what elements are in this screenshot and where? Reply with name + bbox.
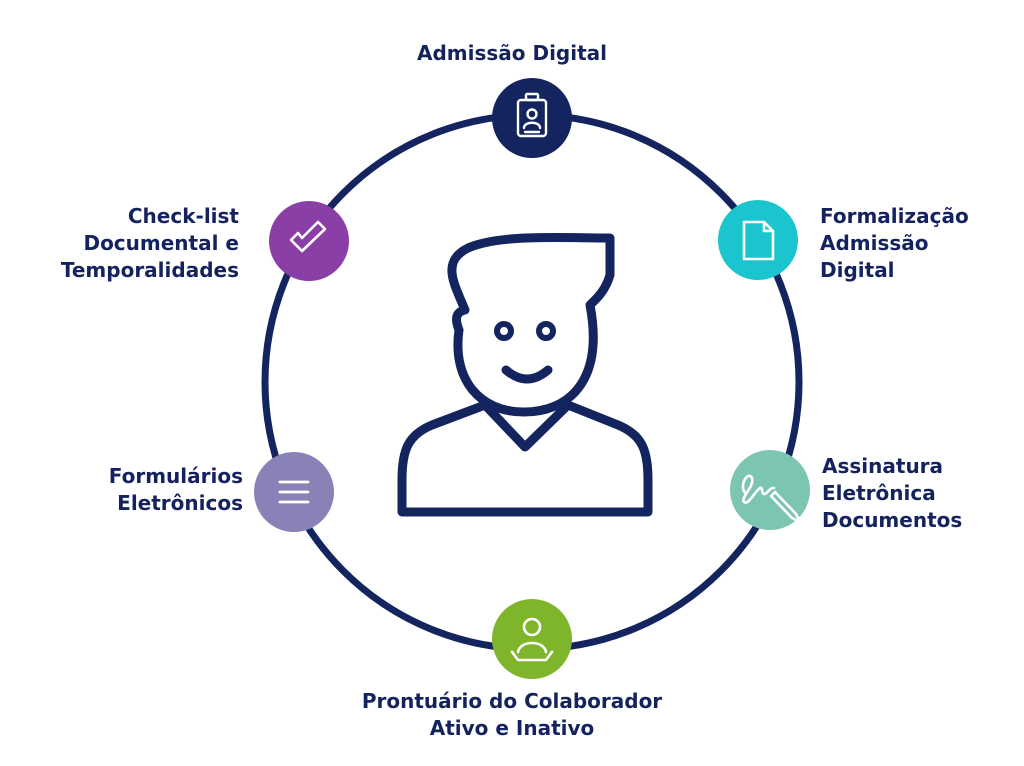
user-avatar-icon — [397, 232, 653, 517]
id-badge-icon — [516, 92, 548, 138]
node-assinatura — [730, 450, 810, 530]
document-icon — [742, 220, 775, 261]
node-prontuario-circle — [492, 599, 572, 679]
label-line: Check-list — [127, 204, 239, 228]
label-line: Formulários — [108, 464, 243, 488]
node-checklist — [269, 201, 349, 281]
label-line: Prontuário do Colaborador — [361, 689, 663, 713]
label-line: Assinatura — [822, 454, 944, 478]
label-formularios: Formulários Eletrônicos — [109, 463, 243, 517]
label-line: Ativo e Inativo — [429, 716, 595, 740]
label-line: Documentos — [822, 508, 963, 532]
node-formalizacao — [718, 200, 798, 280]
label-line: Formalização — [820, 204, 969, 228]
menu-lines-icon — [278, 480, 310, 504]
left-eye — [494, 321, 514, 341]
node-formalizacao-circle — [718, 200, 798, 280]
label-line: Digital — [820, 258, 895, 282]
label-admissao-digital: Admissão Digital — [262, 40, 762, 67]
label-assinatura: Assinatura Eletrônica Documentos — [822, 453, 962, 534]
node-prontuario — [492, 599, 572, 679]
node-admissao-digital — [492, 78, 572, 158]
checkmark-icon — [289, 220, 327, 253]
signature-pen-icon — [741, 474, 802, 524]
label-line: Eletrônica — [822, 481, 936, 505]
label-line: Eletrônicos — [117, 491, 243, 515]
label-line: Temporalidades — [60, 258, 239, 282]
label-formalizacao: Formalização Admissão Digital — [820, 203, 969, 284]
person-location-icon — [510, 617, 554, 662]
label-line: Admissão — [820, 231, 929, 255]
label-prontuario: Prontuário do Colaborador Ativo e Inativ… — [262, 688, 762, 742]
right-eye — [536, 321, 556, 341]
label-line: Admissão Digital — [416, 41, 608, 65]
label-line: Documental e — [83, 231, 239, 255]
node-formularios — [254, 452, 334, 532]
node-checklist-circle — [269, 201, 349, 281]
label-checklist: Check-list Documental e Temporalidades — [61, 203, 239, 284]
